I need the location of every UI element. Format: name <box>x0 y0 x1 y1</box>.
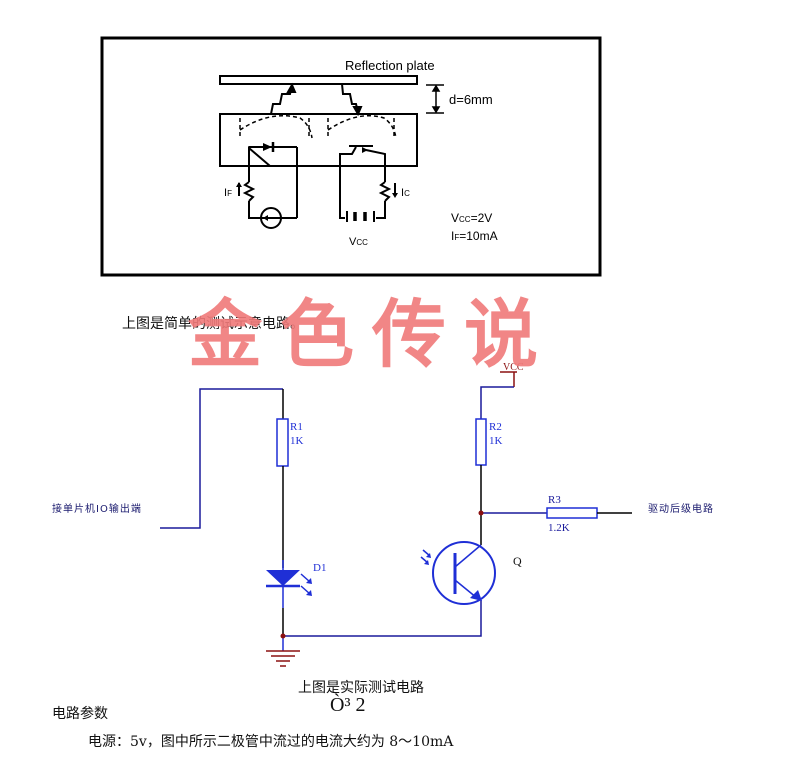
r2-name: R2 <box>489 421 502 433</box>
distance-marker <box>426 84 444 114</box>
detector-circuit <box>339 145 392 222</box>
input-label: 接单片机IO输出端 <box>52 504 142 515</box>
caption-simple-test-circuit: 上图是简单的测试示意电路。 <box>122 316 304 332</box>
vcc-param: VCC=2V <box>451 211 492 225</box>
resistor-r1 <box>276 418 289 467</box>
r3-name: R3 <box>548 494 561 506</box>
watermark: 金色传说 <box>188 292 556 378</box>
vcc-label: VCC <box>503 362 524 373</box>
sensor-housing <box>219 113 418 167</box>
light-path <box>270 82 363 117</box>
ground-icon <box>266 636 300 667</box>
resistor-r3 <box>546 507 598 519</box>
reflection-plate-label: Reflection plate <box>345 58 435 73</box>
reflection-test-diagram: Reflection plate d=6mm <box>100 36 602 277</box>
emitter-arrow <box>470 590 482 601</box>
r3-value: 1.2K <box>548 522 570 534</box>
phototransistor-icon <box>362 147 368 153</box>
if-param: IF=10mA <box>451 229 498 243</box>
r2-value: 1K <box>489 435 503 447</box>
lens-arcs <box>239 115 397 139</box>
input-wire <box>160 388 283 529</box>
r1-name: R1 <box>290 421 303 433</box>
vcc-label: VCC <box>349 236 368 248</box>
r1-value: 1K <box>290 435 304 447</box>
led-d1 <box>266 560 312 608</box>
q-label: Q <box>513 554 522 568</box>
garbled-page-text: Ò³ 2 <box>330 694 366 716</box>
caption-actual-test-circuit: 上图是实际测试电路 <box>298 680 424 696</box>
ground-wire <box>283 600 482 637</box>
vcc-power-symbol <box>500 371 517 387</box>
vcc-wire <box>480 386 514 419</box>
d1-label: D1 <box>313 562 326 574</box>
junction-dot <box>478 510 484 516</box>
led-diode-icon <box>263 143 272 151</box>
ic-label: IC <box>401 187 410 199</box>
power-param-line: 电源：5v，图中所示二极管中流过的电流大约为 8～10mA <box>88 734 454 750</box>
reflection-plate <box>219 75 418 85</box>
output-label: 驱动后级电路 <box>648 504 714 515</box>
phototransistor-q <box>420 541 496 605</box>
distance-label: d=6mm <box>449 92 493 107</box>
current-source-arrow <box>263 215 268 221</box>
section-title: 电路参数 <box>52 706 108 722</box>
junction-dot <box>280 633 286 639</box>
resistor-r2 <box>475 418 487 466</box>
if-label: IF <box>224 187 232 199</box>
